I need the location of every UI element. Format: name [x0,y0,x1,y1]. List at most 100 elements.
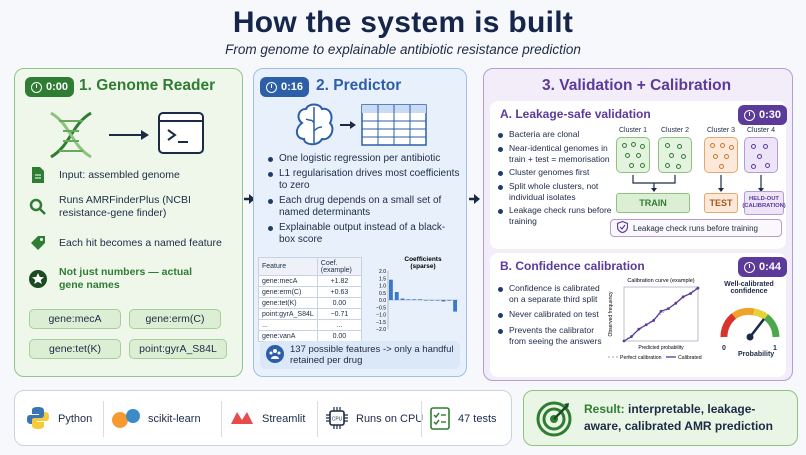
y-tick-label: 2.0 [379,269,386,275]
coefficient-bar-chart: Coefficients(sparse)2.01.51.00.50.0−0.5−… [376,256,458,333]
gene-chip: gene:mecA [29,309,121,329]
y-tick-label: 0.0 [379,298,386,304]
python-icon [25,405,51,434]
clock-icon [744,261,755,273]
cluster-label: Cluster 1 [618,127,647,134]
y-tick-label: 1.0 [379,284,386,290]
coef-bar [441,300,446,302]
y-tick-label: 0.5 [379,291,386,297]
calibrated-point [696,286,700,290]
timer-badge: 0:16 [260,77,310,97]
coef-bar [429,300,434,301]
column-header: Feature [258,257,318,276]
test-split: TEST [704,193,738,213]
gauge-max: 1 [773,345,777,352]
heldout-split: HELD-OUT (CALIBRATION) [742,191,786,215]
brain-icon [296,103,334,146]
result-label: Result: [584,402,625,416]
cluster-label: Cluster 4 [746,127,775,134]
cluster-box [658,137,692,173]
predictor-panel: 0:16 2. Predictor One logistic regressio… [253,68,467,377]
tool-streamlit: Streamlit [229,391,305,447]
timer-label: 0:00 [46,81,69,93]
cluster-box [616,137,650,173]
cpu-icon: CPU [325,406,349,433]
arrow-right-icon [469,194,480,204]
timer-label: 0:44 [759,261,782,273]
checklist-icon [429,405,451,434]
calibrated-point [674,301,678,305]
y-tick-label: −2.0 [376,327,386,333]
coef-bar [447,300,452,301]
scikit-learn-icon [111,406,141,433]
table-cell: ... [316,319,363,331]
people-icon [266,344,284,366]
table-row: gene:tet(K)0.00 [258,297,363,309]
feature-row: Input: assembled genome [27,164,180,186]
clock-icon [744,109,755,121]
column-header: Coef. (example) [316,257,363,276]
calibrated-point [652,319,655,322]
result-text: Result: interpretable, leakage-aware, ca… [584,401,789,435]
tool-cpu: CPU Runs on CPU [325,391,423,447]
bullet-item: L1 regularisation drives most coefficien… [268,168,460,192]
y-tick-label: −1.0 [376,313,386,319]
calibration-curve-chart: Calibration curve (example)Observed freq… [608,278,702,361]
cluster-label: Cluster 3 [706,127,735,134]
coef-bar [418,299,422,300]
bullet-item: Bacteria are clonal [498,129,618,140]
timer-badge: 0:30 [738,105,788,125]
card-title: B. Confidence calibration [500,259,645,273]
tool-label: Streamlit [262,413,306,425]
chart-title: Calibration curve (example) [627,278,694,284]
shield-check-icon [616,220,629,235]
feature-count-note: 137 possible features -> only a handful … [260,341,460,369]
coef-bar [412,299,417,300]
table-cell: +1.82 [316,275,363,287]
arrow-right-icon [244,194,255,204]
tech-stack-bar: Python scikit-learn Streamlit CPU Runs o… [14,390,512,446]
gene-chip: gene:tet(K) [29,339,121,359]
legend-label: Calibrated [678,355,702,361]
page-title: How the system is built [232,6,574,39]
timer-label: 0:30 [759,109,782,121]
leakage-validation-card: A. Leakage-safe validation 0:30 Bacteria… [490,101,788,249]
gauge-title: Well-calibrated confidence [724,281,774,295]
gauge-min: 0 [722,345,726,352]
coef-bar [424,300,428,301]
tool-label: Runs on CPU [356,413,424,425]
split-arrows [632,175,764,192]
calibrated-point [667,307,670,310]
bullet-item: Leakage check runs before training [498,205,618,226]
table-row: ...... [258,319,363,331]
timer-badge: 0:44 [738,257,788,277]
table-row: gene:mecA+1.82 [258,275,363,287]
target-icon [536,401,572,442]
table-row: point:gyrA_S84L−0.71 [258,308,363,320]
cluster-box [744,137,778,173]
streamlit-icon [229,408,255,431]
tool-label: 47 tests [458,413,497,425]
feature-label: Runs AMRFinderPlus (NCBI resistance-gene… [59,194,191,219]
cluster-box [704,137,738,173]
timer-badge: 0:00 [25,77,75,97]
gauge-needle [749,318,765,338]
table-cell: gene:mecA [258,275,318,287]
clock-icon [266,81,277,93]
x-axis-label: Predicted probability [638,345,684,351]
bullet-item: Explainable output instead of a black-bo… [268,222,460,246]
feature-row: Each hit becomes a named feature [27,232,222,254]
tool-scikit-learn: scikit-learn [111,391,201,447]
feature-row: Not just numbers — actual gene names [27,266,217,292]
table-cell: 0.00 [316,297,363,309]
y-tick-label: 1.5 [379,276,386,282]
genome-reader-panel: 0:00 1. Genome Reader Input: assembled g… [14,68,243,377]
tool-label: Python [58,413,93,425]
table-cell: gene:tet(K) [258,297,318,309]
coef-bar [435,300,440,301]
terminal-icon [158,112,204,154]
svg-text:CPU: CPU [332,416,343,422]
coef-bar [394,292,399,300]
bullet-item: Split whole clusters, not individual iso… [498,181,618,202]
